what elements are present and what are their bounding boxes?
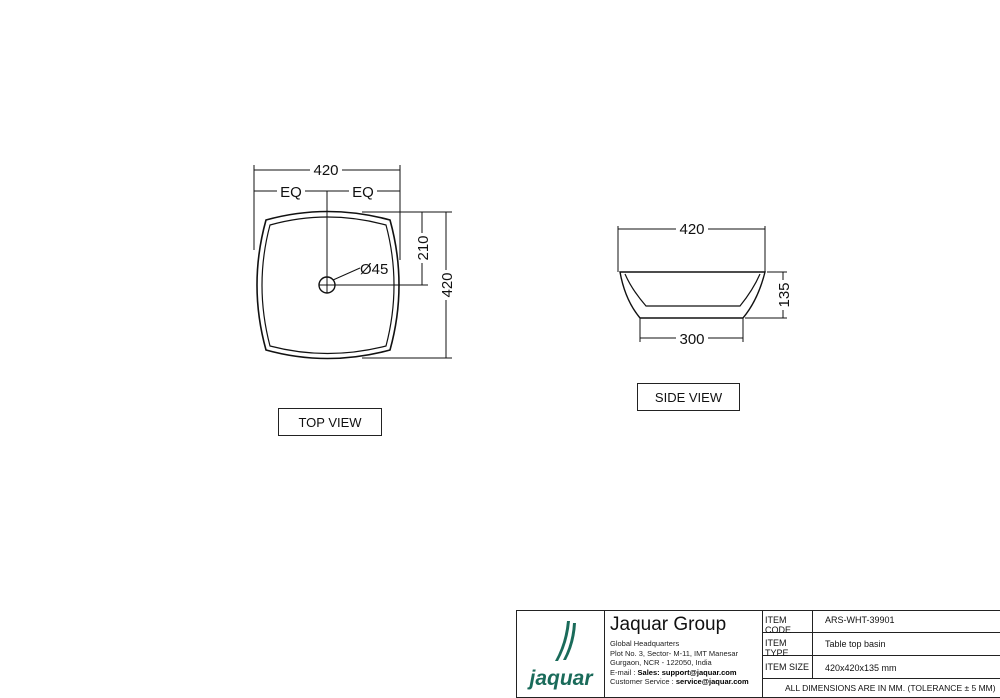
logo-cell: jaquar [517, 611, 605, 697]
title-block: jaquar Jaquar Group Global Headquarters … [516, 610, 1000, 698]
company-cell: Jaquar Group Global Headquarters Plot No… [605, 611, 763, 697]
item-type-value: Table top basin [813, 633, 1000, 656]
drain-dia-dim: Ø45 [360, 261, 388, 278]
side-height-dim: 135 [776, 282, 793, 307]
side-bottom-dim: 300 [679, 331, 704, 348]
address-line: Global Headquarters [610, 639, 680, 648]
eq-right-dim: EQ [352, 184, 374, 201]
address-line: Gurgaon, NCR - 122050, India [610, 658, 712, 667]
address-line: Plot No. 3, Sector- M-11, IMT Manesar [610, 648, 739, 658]
half-depth-dim: 210 [415, 235, 432, 260]
eq-left-dim: EQ [280, 184, 302, 201]
side-top-dim: 420 [679, 221, 704, 238]
side-view-outline [619, 271, 766, 319]
jaquar-logo-icon: jaquar [526, 621, 594, 690]
service-email[interactable]: service@jaquar.com [675, 677, 749, 686]
top-view-label: TOP VIEW [278, 408, 382, 436]
item-size-value: 420x420x135 mm [813, 656, 1000, 679]
item-size-label: ITEM SIZE [763, 656, 813, 679]
top-width-dim: 420 [313, 162, 338, 179]
service-label: Customer Service : [610, 677, 676, 686]
item-code-value: ARS-WHT-39901 [813, 611, 1000, 633]
top-view-inner-outline [261, 216, 395, 355]
top-depth-dim: 420 [439, 272, 456, 297]
top-view-outer-outline [256, 210, 400, 360]
company-name: Jaquar Group [610, 614, 727, 635]
side-view-label: SIDE VIEW [637, 383, 740, 411]
item-code-label: ITEM CODE [763, 611, 813, 635]
svg-text:jaquar: jaquar [526, 667, 594, 690]
item-type-label: ITEM TYPE [763, 633, 813, 658]
email-label: E-mail : [610, 667, 638, 677]
email-value[interactable]: Sales: support@jaquar.com [637, 667, 737, 677]
dimensions-note: ALL DIMENSIONS ARE IN MM. (TOLERANCE ± 5… [785, 683, 996, 693]
